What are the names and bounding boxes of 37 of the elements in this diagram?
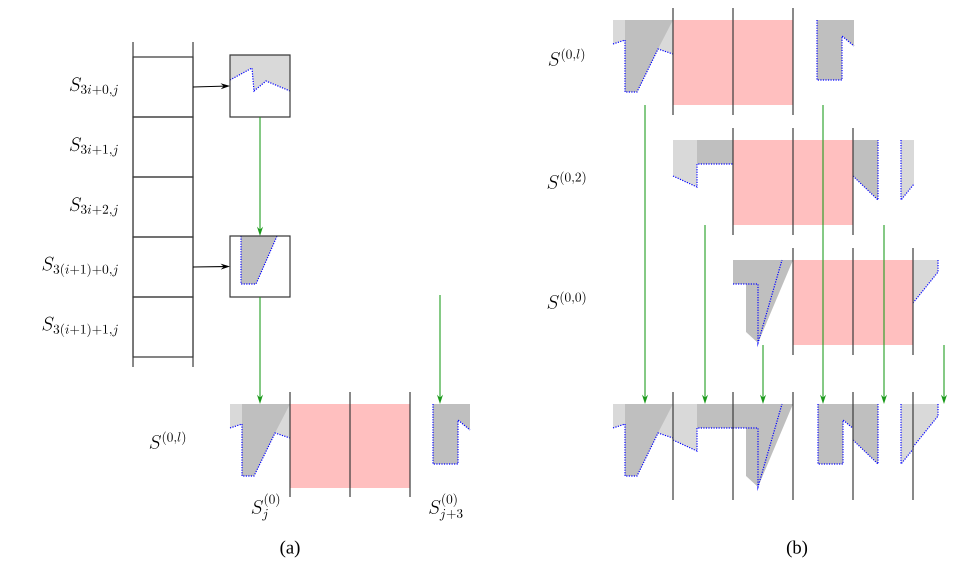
math-label: $S_{j+3}^{(0)}$ <box>429 494 463 521</box>
cell-label: $S_{3(i+1)+1,j}$ <box>42 316 118 337</box>
fragment-shape <box>816 20 854 81</box>
math-label: $S^{(0,2)}$ <box>548 172 586 189</box>
buffer-box <box>229 235 291 298</box>
cell-label: $S_{3i+2,j}$ <box>70 197 118 216</box>
array-cell <box>132 296 194 358</box>
fragment-shape <box>852 404 914 466</box>
array-cell <box>132 56 194 118</box>
fragment-shape <box>672 140 733 188</box>
fragment-shape <box>672 404 733 452</box>
math-label: $S^{(0,0)}$ <box>548 292 586 309</box>
shaded-band <box>290 404 410 488</box>
cell-label: $S_{3(i+1)+0,j}$ <box>42 256 118 277</box>
math-label: $S^{(0,l)}$ <box>548 48 584 66</box>
math-label: $S_j^{(0)}$ <box>252 494 280 521</box>
math-label: $S^{(0,l)}$ <box>150 432 186 449</box>
cell-label: $S_{3i+0,j}$ <box>70 77 118 96</box>
shaded-band <box>733 140 853 225</box>
fragment-shape <box>733 404 793 492</box>
array-cell <box>132 236 194 298</box>
cell-label: $S_{3i+1,j}$ <box>70 137 118 156</box>
fragment-shape <box>432 404 470 465</box>
buffer-box <box>229 54 291 118</box>
shaded-band <box>673 20 793 105</box>
fragment-shape <box>852 140 914 202</box>
fragment-shape <box>733 260 793 348</box>
array-cell <box>132 176 194 238</box>
fragment-shape <box>912 260 939 304</box>
fragment-shape <box>912 404 939 448</box>
panel-label: (b) <box>786 540 808 558</box>
shaded-band <box>793 260 913 345</box>
fragment-shape <box>817 404 856 465</box>
fragment-shape <box>612 20 674 93</box>
panel-label: (a) <box>280 540 300 558</box>
fragment-shape <box>230 404 290 477</box>
array-cell <box>132 116 194 178</box>
